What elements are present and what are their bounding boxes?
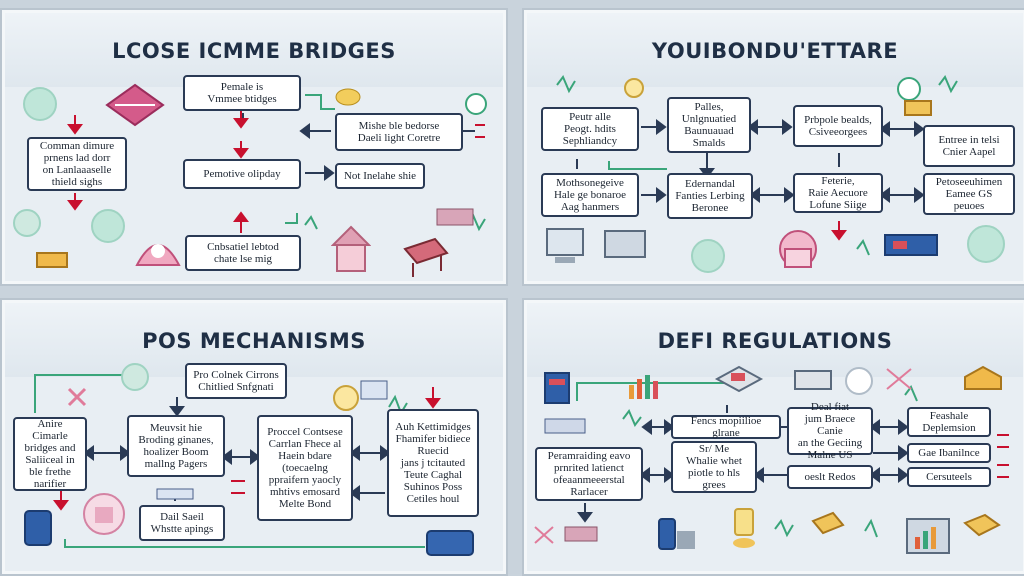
- diagram-node: Peutr alle Peogt. hdits Sephliandcy: [541, 107, 639, 151]
- panel-defi-regulations: DEFI REGULATIONS Fencs m: [524, 300, 1024, 574]
- diagram-node: Auh Kettimidges Fhamifer bidiece Ruecid …: [387, 409, 479, 517]
- panel-youibondu-ettare: YOUIBONDU'ETTARE Peutr alle Peogt. hdits…: [524, 10, 1024, 284]
- diagram-node: Entree in telsi Cnier Aapel: [923, 125, 1015, 167]
- lightbulb-icon: [731, 505, 757, 554]
- diagram-node: Mothsonegeive Hale ge bonaroe Aag hanmer…: [541, 173, 639, 217]
- chat-icon: [465, 93, 487, 115]
- coin-icon: [121, 363, 149, 391]
- coin-icon: [691, 239, 725, 273]
- diagram-node: Meuvsit hie Broding ginanes, hoalizer Bo…: [127, 415, 225, 477]
- diagram-node: Cersuteels: [907, 467, 991, 487]
- diagram-node: Palles, Unlgnuatied Baunuauad Smalds: [667, 97, 751, 153]
- coffin-icon: [963, 365, 1003, 396]
- pagoda-icon: [105, 83, 165, 132]
- temple-icon: [330, 225, 372, 280]
- monitor-icon: [23, 509, 53, 554]
- chart-icon: [435, 203, 475, 234]
- gavel-icon: [563, 521, 599, 552]
- connector-lines: [556, 75, 958, 256]
- panel-title: YOUIBONDU'ETTARE: [651, 39, 899, 63]
- diagram-node: Pro Colnek Cirrons Chitlied Snfgnati: [185, 363, 287, 399]
- diagram-node: Deal fiat jum Braece Canie an the Geciin…: [787, 401, 873, 461]
- coin-icon: [23, 87, 57, 121]
- diagram-node: Petoseeuhimen Eamee GS peuoes: [923, 173, 1015, 215]
- monitor-icon: [603, 229, 647, 272]
- lightbulb-icon: [623, 77, 645, 104]
- diagram-node: Mishe ble bedorse Daeli light Coretre: [335, 113, 463, 151]
- diagram-node: Peramraiding eavo prnrited latienct ofea…: [535, 447, 643, 501]
- connector-lines: [34, 374, 441, 548]
- shield-icon: [81, 491, 127, 542]
- coin-icon: [967, 225, 1005, 263]
- diagram-node: Comman dimure prnens lad dorr on Lanlaaa…: [27, 137, 127, 191]
- coffin-icon: [903, 97, 933, 122]
- panel-title: POS MECHANISMS: [142, 329, 366, 353]
- monitor-icon: [657, 517, 697, 562]
- temple-icon: [773, 225, 823, 280]
- diagram-node: Anire Cimarle bridges and Saliiceal in b…: [13, 417, 87, 491]
- monitor-icon: [713, 363, 765, 398]
- diagram-node: Feashale Deplemsion: [907, 407, 991, 437]
- panel-title: DEFI REGULATIONS: [657, 329, 893, 353]
- panel-lcose-icmme-bridges: LCOSE ICMME BRIDGES Pemale is Vmmee btid…: [2, 10, 506, 284]
- bridge-icon: [133, 225, 183, 276]
- connector-lines: [534, 368, 1009, 544]
- monitor-icon: [545, 227, 585, 272]
- monitor-icon: [401, 235, 451, 281]
- chart-icon: [543, 417, 587, 440]
- coffin-icon: [35, 249, 69, 274]
- monitor-icon: [793, 369, 833, 396]
- diagram-node: Edernandal Fanties Lerbing Beronee: [667, 173, 753, 219]
- diagram-node: Pemotive olipday: [183, 159, 301, 189]
- gavel-icon: [65, 385, 89, 414]
- coffin-icon: [809, 511, 845, 542]
- panel-pos-mechanisms: POS MECHANISMS Pro Colnek Cirrons Chitli…: [2, 300, 506, 574]
- diagram-node: Cnbsatiel lebtod chate lse mig: [185, 235, 301, 271]
- lightbulb-icon: [333, 385, 359, 411]
- chart-icon: [623, 369, 663, 408]
- monitor-icon: [543, 371, 571, 412]
- chart-icon: [359, 379, 389, 406]
- diagram-node: Feterie, Raie Aecuore Lofune Siige: [793, 173, 883, 213]
- coin-icon: [91, 209, 125, 243]
- diagram-node: Prbpole bealds, Csiveeorgees: [793, 105, 883, 147]
- chart-icon: [905, 517, 951, 562]
- coffin-icon: [425, 525, 475, 564]
- diagram-node: Gae Ibanilnce: [907, 443, 991, 463]
- coffin-icon: [961, 513, 1001, 542]
- diagram-node: Dail Saeil Whstte apings: [139, 505, 225, 541]
- monitor-icon: [883, 233, 939, 264]
- coin-icon: [13, 209, 41, 237]
- diagram-node: oeslt Redos: [787, 465, 873, 489]
- diagram-node: Fencs mopiilioe glrane: [671, 415, 781, 439]
- diagram-node: Sr/ Me Whalie whet piotle to hls grees: [671, 441, 757, 493]
- diagram-node: Pemale is Vmmee btidges: [183, 75, 301, 111]
- diagram-node: Proccel Contsese Carrlan Fhece al Haein …: [257, 415, 353, 521]
- lightbulb-icon: [335, 87, 361, 112]
- coin-icon: [845, 367, 873, 395]
- chart-icon: [155, 487, 195, 506]
- panel-title: LCOSE ICMME BRIDGES: [112, 39, 396, 63]
- diagram-node: Not Inelahe shie: [335, 163, 425, 189]
